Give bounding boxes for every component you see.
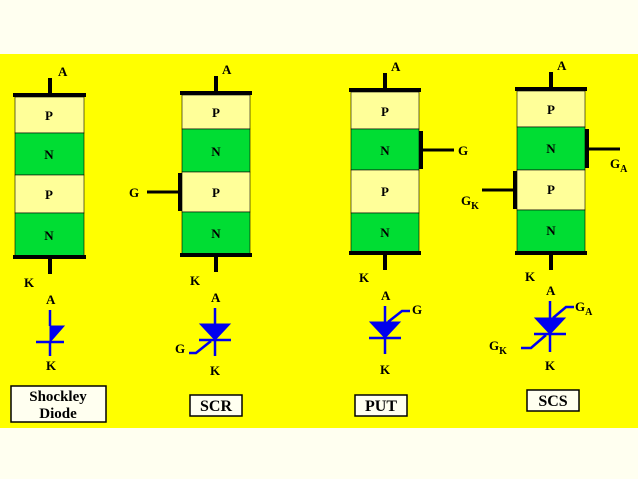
- scs-symbol-cathode-gate-sub: K: [499, 346, 507, 357]
- shockley-cathode-label: K: [24, 275, 35, 290]
- scs-symbol-anode-gate-sub: A: [585, 307, 593, 318]
- shockley-layer-2-label: N: [44, 147, 54, 162]
- scr-layer-4-label: N: [211, 226, 221, 241]
- shockley-layer-stack: P N P N: [14, 96, 85, 257]
- scs-layer-3: [516, 169, 586, 211]
- device-shockley-diode: P N P N A K A K Shockley Diode: [10, 64, 107, 423]
- scr-layer-2-label: N: [211, 144, 221, 159]
- put-layer-2-label: N: [380, 143, 390, 158]
- scr-caption-box: [189, 394, 243, 417]
- put-layer-2: [350, 128, 420, 171]
- scs-cathode-gate-sub: K: [471, 201, 479, 212]
- put-caption-line-1: PUT: [365, 398, 397, 415]
- put-symbol-gate-lead: [387, 309, 410, 323]
- shockley-caption-box: [10, 385, 107, 423]
- scs-symbol-cathode-gate-label: GK: [489, 338, 507, 357]
- scs-symbol-triangle: [533, 317, 567, 335]
- put-layer-3: [350, 169, 420, 214]
- scr-symbol-triangle: [198, 323, 232, 341]
- scs-anode-gate-label: GA: [610, 156, 628, 175]
- shockley-anode-label: A: [58, 64, 68, 79]
- shockley-caption: Shockley Diode: [10, 385, 107, 423]
- scs-anode-gate-main: G: [610, 156, 620, 171]
- put-anode-label: A: [391, 59, 401, 74]
- scs-layer-4: [516, 209, 586, 253]
- shockley-layer-3-label: P: [45, 187, 53, 202]
- scs-caption: SCS: [526, 389, 580, 412]
- shockley-symbol-cathode-label: K: [46, 358, 57, 373]
- scr-symbol: A G K: [175, 290, 232, 378]
- put-symbol-anode-label: A: [381, 288, 391, 303]
- shockley-symbol-anode-label: A: [46, 292, 56, 307]
- scs-caption-line-1: SCS: [538, 393, 567, 410]
- scr-layer-3-label: P: [212, 185, 220, 200]
- put-layer-4-label: N: [380, 225, 390, 240]
- scr-layer-stack: P N P N: [181, 94, 251, 255]
- scs-symbol: A GA GK K: [489, 283, 593, 373]
- shockley-layer-4: [14, 212, 85, 257]
- put-caption: PUT: [354, 394, 408, 417]
- put-caption-box: [354, 394, 408, 417]
- scs-symbol-cathode-gate-main: G: [489, 338, 499, 353]
- scr-layer-3: [181, 171, 251, 213]
- shockley-layer-1-label: P: [45, 108, 53, 123]
- scs-layer-1-label: P: [547, 102, 555, 117]
- scs-symbol-cathode-gate-lead: [521, 334, 547, 350]
- scs-cathode-label: K: [525, 269, 536, 284]
- put-layer-1-label: P: [381, 104, 389, 119]
- shockley-layer-3: [14, 174, 85, 214]
- scs-cathode-gate-label: GK: [461, 193, 479, 212]
- put-layer-3-label: P: [381, 184, 389, 199]
- scs-layer-2: [516, 126, 586, 171]
- device-put: P N P N A K G A G K PUT: [349, 59, 468, 417]
- scs-symbol-cathode-label: K: [545, 358, 556, 373]
- put-cathode-label: K: [359, 270, 370, 285]
- scs-symbol-anode-gate-lead: [552, 305, 574, 319]
- put-symbol-triangle: [368, 321, 402, 339]
- scr-layer-2: [181, 128, 251, 173]
- shockley-symbol-triangle: [49, 325, 66, 344]
- scs-cathode-gate-main: G: [461, 193, 471, 208]
- put-symbol-cathode-label: K: [380, 362, 391, 377]
- shockley-layer-4-label: N: [44, 228, 54, 243]
- scr-caption: SCR: [189, 394, 243, 417]
- scs-layer-stack: P N P N: [516, 90, 586, 253]
- scr-layer-1-label: P: [212, 105, 220, 120]
- scs-caption-box: [526, 389, 580, 412]
- scs-anode-gate-sub: A: [620, 164, 628, 175]
- scr-cathode-label: K: [190, 273, 201, 288]
- shockley-diode-symbol: A K: [36, 292, 66, 373]
- scs-anode-label: A: [557, 58, 567, 73]
- scr-symbol-cathode-label: K: [210, 363, 221, 378]
- scr-caption-line-1: SCR: [200, 398, 232, 415]
- scs-symbol-anode-label: A: [546, 283, 556, 298]
- shockley-caption-line-2: Diode: [39, 406, 77, 422]
- scr-anode-label: A: [222, 62, 232, 77]
- shockley-layer-2: [14, 132, 85, 176]
- scs-symbol-anode-gate-label: GA: [575, 299, 593, 318]
- scr-gate-label: G: [129, 185, 139, 200]
- put-gate-label: G: [458, 143, 468, 158]
- put-symbol: A G K: [368, 288, 422, 377]
- scr-symbol-gate-label: G: [175, 341, 185, 356]
- scs-symbol-anode-gate-main: G: [575, 299, 585, 314]
- put-symbol-gate-label: G: [412, 302, 422, 317]
- device-scr: P N P N A K G A G K SCR: [129, 62, 252, 417]
- scr-symbol-gate-lead: [189, 340, 212, 355]
- scr-symbol-anode-label: A: [211, 290, 221, 305]
- scs-layer-3-label: P: [547, 182, 555, 197]
- put-layer-4: [350, 212, 420, 253]
- scs-layer-2-label: N: [546, 141, 556, 156]
- scs-layer-4-label: N: [546, 223, 556, 238]
- put-layer-stack: P N P N: [350, 91, 420, 253]
- device-scs: P N P N A K GA GK A GA GK K: [461, 58, 628, 412]
- scs-layer-1: [516, 90, 586, 128]
- shockley-caption-line-1: Shockley: [29, 389, 87, 405]
